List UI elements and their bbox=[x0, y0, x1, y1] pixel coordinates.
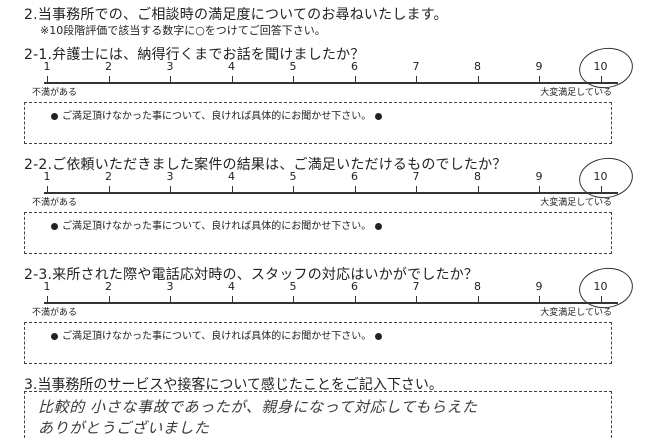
question-2-2-title: 2-2.ご依頼いただきました案件の結果は、ご満足いただけるものでしたか？ bbox=[24, 157, 507, 173]
scale-number-2[interactable]: 2 bbox=[105, 60, 112, 73]
scale-tick bbox=[539, 186, 540, 193]
free-comment-box[interactable] bbox=[24, 391, 612, 438]
scale-number-6[interactable]: 6 bbox=[351, 170, 358, 183]
scale-tick bbox=[416, 296, 417, 303]
scale-number-2[interactable]: 2 bbox=[105, 280, 112, 293]
scale-number-8[interactable]: 8 bbox=[474, 170, 481, 183]
scale-tick bbox=[231, 76, 233, 83]
scale-line bbox=[44, 192, 618, 194]
scale-tick bbox=[108, 296, 110, 303]
comment-prompt: ご満足頂けなかった事について、良ければ具体的にお聞かせ下さい。 bbox=[47, 217, 386, 232]
rating-scale-2-2[interactable]: 1 2 3 4 5 6 7 8 9 10 不満がある 大変満足している bbox=[32, 154, 636, 210]
scale-number-10[interactable]: 10 bbox=[593, 280, 608, 293]
scale-low-label: 不満がある bbox=[32, 308, 78, 318]
scale-number-3[interactable]: 3 bbox=[166, 170, 174, 183]
bullet-dot-icon bbox=[51, 222, 58, 230]
scale-line bbox=[44, 82, 618, 84]
section-3-title: 3.当事務所のサービスや接客について感じたことをご記入下さい。 bbox=[24, 377, 443, 393]
scale-tick bbox=[170, 296, 171, 303]
scale-tick bbox=[416, 76, 417, 83]
scale-tick bbox=[477, 186, 479, 193]
scale-number-8[interactable]: 8 bbox=[474, 280, 481, 293]
scale-number-7[interactable]: 7 bbox=[412, 60, 420, 73]
scale-tick bbox=[108, 76, 110, 83]
scale-tick bbox=[170, 186, 171, 193]
scale-number-1[interactable]: 1 bbox=[43, 60, 51, 73]
scale-tick bbox=[231, 296, 233, 303]
scale-tick bbox=[231, 186, 233, 193]
scale-tick bbox=[354, 76, 356, 83]
handwritten-comment-line-2: ありがとうございました bbox=[38, 419, 210, 437]
scale-tick bbox=[477, 76, 479, 83]
scale-number-4[interactable]: 4 bbox=[228, 60, 235, 73]
scale-number-9[interactable]: 9 bbox=[535, 280, 543, 293]
scale-number-3[interactable]: 3 bbox=[166, 280, 174, 293]
scale-number-4[interactable]: 4 bbox=[228, 170, 235, 183]
scale-number-6[interactable]: 6 bbox=[351, 280, 358, 293]
scale-high-label: 大変満足している bbox=[540, 308, 612, 318]
scale-tick bbox=[293, 76, 294, 83]
scale-tick bbox=[539, 76, 540, 83]
scale-tick bbox=[416, 186, 417, 193]
comment-box-2-1[interactable]: ご満足頂けなかった事について、良ければ具体的にお聞かせ下さい。 bbox=[24, 102, 612, 144]
scale-tick bbox=[293, 296, 294, 303]
rating-scale-2-1[interactable]: 1 2 3 4 5 6 7 8 9 10 不満がある 大変満足している bbox=[32, 44, 636, 100]
comment-box-2-2[interactable]: ご満足頂けなかった事について、良ければ具体的にお聞かせ下さい。 bbox=[24, 212, 612, 254]
comment-prompt: ご満足頂けなかった事について、良ければ具体的にお聞かせ下さい。 bbox=[47, 327, 386, 342]
instruction-note: ※10段階評価で該当する数字に○をつけてご回答下さい。 bbox=[40, 24, 326, 37]
scale-number-10[interactable]: 10 bbox=[593, 170, 608, 183]
scale-number-9[interactable]: 9 bbox=[535, 170, 543, 183]
question-2-1-title: 2-1.弁護士には、納得行くまでお話を聞けましたか？ bbox=[24, 47, 365, 63]
scale-number-5[interactable]: 5 bbox=[289, 170, 297, 183]
question-2-3-title: 2-3.来所された際や電話応対時の、スタッフの対応はいかがでしたか？ bbox=[24, 267, 479, 283]
scale-tick bbox=[539, 296, 540, 303]
comment-box-2-3[interactable]: ご満足頂けなかった事について、良ければ具体的にお聞かせ下さい。 bbox=[24, 322, 612, 364]
scale-number-1[interactable]: 1 bbox=[43, 280, 51, 293]
scale-number-9[interactable]: 9 bbox=[535, 60, 543, 73]
section-2-title: 2.当事務所での、ご相談時の満足度についてのお尋ねいたします。 bbox=[24, 7, 448, 23]
scale-tick bbox=[600, 76, 602, 83]
scale-tick bbox=[108, 186, 110, 193]
scale-low-label: 不満がある bbox=[32, 88, 78, 98]
bullet-dot-icon bbox=[51, 112, 58, 120]
bullet-dot-icon bbox=[51, 332, 58, 340]
scale-number-10[interactable]: 10 bbox=[593, 60, 608, 73]
scale-tick bbox=[600, 296, 602, 303]
scale-tick bbox=[47, 186, 48, 193]
scale-tick bbox=[600, 186, 602, 193]
scale-number-4[interactable]: 4 bbox=[228, 280, 235, 293]
scale-tick bbox=[170, 76, 171, 83]
scale-low-label: 不満がある bbox=[32, 198, 78, 208]
handwritten-comment-line-1: 比較的 小さな事故であったが、親身になって対応してもらえた bbox=[38, 398, 478, 416]
scale-number-5[interactable]: 5 bbox=[289, 60, 297, 73]
scale-high-label: 大変満足している bbox=[540, 198, 612, 208]
bullet-dot-icon bbox=[375, 222, 383, 230]
bullet-dot-icon bbox=[375, 112, 383, 120]
scale-tick bbox=[477, 296, 479, 303]
scale-number-8[interactable]: 8 bbox=[474, 60, 481, 73]
scale-number-7[interactable]: 7 bbox=[412, 170, 420, 183]
scale-line bbox=[44, 302, 618, 304]
bullet-dot-icon bbox=[375, 332, 383, 340]
scale-number-3[interactable]: 3 bbox=[166, 60, 174, 73]
scale-tick bbox=[47, 296, 48, 303]
rating-scale-2-3[interactable]: 1 2 3 4 5 6 7 8 9 10 不満がある 大変満足している bbox=[32, 264, 636, 320]
scale-number-2[interactable]: 2 bbox=[105, 170, 112, 183]
scale-tick bbox=[47, 76, 48, 83]
scale-number-5[interactable]: 5 bbox=[289, 280, 297, 293]
scale-tick bbox=[293, 186, 294, 193]
scale-tick bbox=[354, 186, 356, 193]
scale-number-1[interactable]: 1 bbox=[43, 170, 51, 183]
comment-prompt: ご満足頂けなかった事について、良ければ具体的にお聞かせ下さい。 bbox=[47, 107, 386, 122]
scale-tick bbox=[354, 296, 356, 303]
scale-number-7[interactable]: 7 bbox=[412, 280, 420, 293]
scale-high-label: 大変満足している bbox=[540, 88, 612, 98]
scale-number-6[interactable]: 6 bbox=[351, 60, 358, 73]
